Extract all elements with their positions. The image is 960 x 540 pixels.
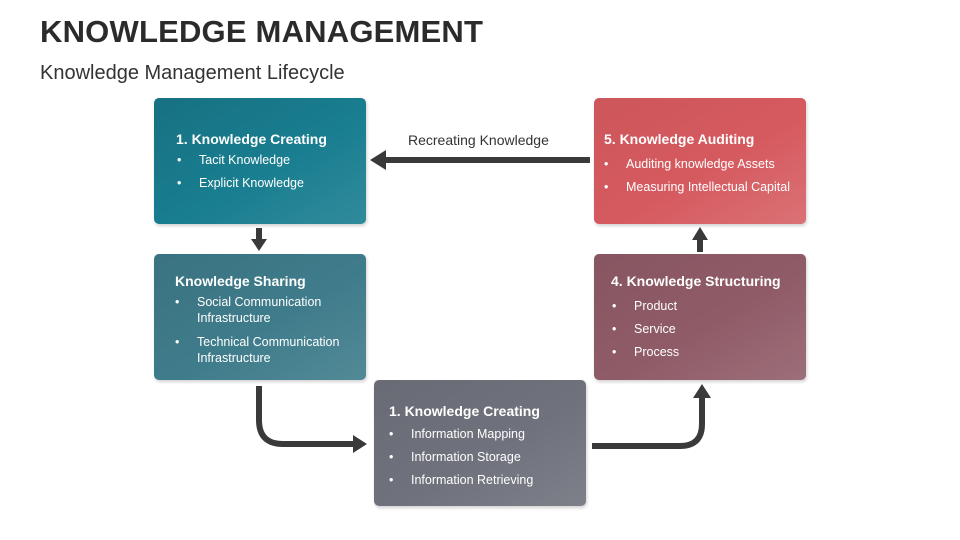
elbow-arrow-left — [256, 386, 367, 453]
list-item: Product — [612, 298, 806, 314]
knowledge-sharing-title: Knowledge Sharing — [175, 273, 306, 289]
list-item: Process — [612, 344, 806, 360]
information-box-title: 1. Knowledge Creating — [389, 403, 540, 419]
up-arrow — [692, 227, 708, 252]
knowledge-creating-list: Tacit Knowledge Explicit Knowledge — [177, 152, 366, 191]
list-item: Service — [612, 321, 806, 337]
page-title: KNOWLEDGE MANAGEMENT — [40, 14, 484, 49]
list-item: Social Communication Infrastructure — [175, 294, 357, 326]
elbow-arrow-right — [592, 384, 711, 449]
knowledge-auditing-list: Auditing knowledge Assets Measuring Inte… — [604, 156, 806, 195]
recreating-arrow — [370, 150, 590, 170]
down-arrow — [251, 228, 267, 251]
list-item: Explicit Knowledge — [177, 175, 366, 191]
knowledge-creating-title: 1. Knowledge Creating — [176, 131, 327, 147]
recreating-knowledge-label: Recreating Knowledge — [408, 132, 549, 148]
knowledge-sharing-list: Social Communication Infrastructure Tech… — [175, 294, 357, 366]
list-item: Tacit Knowledge — [177, 152, 366, 168]
list-item: Information Storage — [389, 449, 586, 465]
knowledge-structuring-list: Product Service Process — [612, 298, 806, 360]
knowledge-structuring-title: 4. Knowledge Structuring — [611, 273, 781, 289]
list-item: Auditing knowledge Assets — [604, 156, 806, 172]
page-subtitle: Knowledge Management Lifecycle — [40, 62, 345, 84]
list-item: Technical Communication Infrastructure — [175, 334, 357, 366]
list-item: Information Mapping — [389, 426, 586, 442]
information-list: Information Mapping Information Storage … — [389, 426, 586, 488]
list-item: Information Retrieving — [389, 472, 586, 488]
list-item: Measuring Intellectual Capital — [604, 179, 806, 195]
knowledge-auditing-title: 5. Knowledge Auditing — [604, 131, 755, 147]
